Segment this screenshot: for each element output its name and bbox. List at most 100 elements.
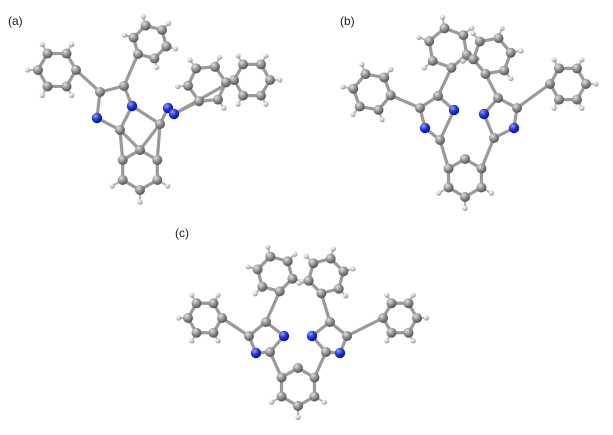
hydrogen-atom bbox=[416, 34, 422, 40]
carbon-atom bbox=[333, 283, 344, 294]
bond bbox=[389, 93, 422, 110]
bond bbox=[130, 104, 162, 126]
hydrogen-atom bbox=[321, 399, 327, 405]
carbon-atom bbox=[229, 75, 239, 85]
carbon-atom bbox=[135, 185, 145, 195]
carbon-atom bbox=[439, 23, 450, 34]
carbon-atom bbox=[373, 104, 384, 115]
carbon-atom bbox=[545, 79, 555, 89]
carbon-atom bbox=[191, 327, 202, 338]
carbon-atom bbox=[152, 155, 163, 165]
hydrogen-atom bbox=[330, 246, 336, 252]
panel-label-b: (b) bbox=[340, 14, 355, 28]
carbon-atom bbox=[348, 83, 359, 94]
hydrogen-atom bbox=[140, 13, 146, 20]
nitrogen-atom bbox=[508, 122, 520, 134]
bond bbox=[118, 128, 125, 162]
carbon-atom bbox=[427, 55, 438, 66]
carbon-atom bbox=[433, 91, 443, 101]
carbon-atom bbox=[493, 93, 503, 103]
hydrogen-atom bbox=[379, 117, 385, 123]
hydrogen-atom bbox=[436, 190, 442, 196]
carbon-atom bbox=[378, 313, 388, 323]
hydrogen-atom bbox=[221, 105, 227, 111]
hydrogen-atom bbox=[235, 53, 241, 59]
molecule-structure-b bbox=[340, 14, 599, 211]
panel-label-a: (a) bbox=[8, 14, 23, 28]
carbon-atom bbox=[71, 65, 81, 75]
carbon-atom bbox=[435, 135, 445, 145]
nitrogen-atom bbox=[419, 122, 431, 134]
carbon-atom bbox=[61, 81, 72, 92]
carbon-atom bbox=[282, 256, 293, 267]
carbon-atom bbox=[446, 62, 457, 73]
hydrogen-atom bbox=[593, 81, 599, 87]
carbon-atom bbox=[403, 327, 414, 338]
hydrogen-atom bbox=[384, 338, 390, 344]
carbon-atom bbox=[354, 101, 365, 112]
bond bbox=[74, 68, 102, 94]
carbon-atom bbox=[360, 69, 371, 80]
carbon-atom bbox=[210, 61, 221, 72]
nitrogen-atom bbox=[168, 108, 180, 120]
nitrogen-atom bbox=[126, 100, 138, 112]
carbon-atom bbox=[342, 331, 352, 341]
carbon-atom bbox=[493, 33, 504, 44]
carbon-atom bbox=[458, 30, 469, 41]
carbon-atom bbox=[325, 253, 336, 264]
carbon-atom bbox=[338, 266, 349, 277]
carbon-atom bbox=[274, 286, 285, 297]
hydrogen-atom bbox=[176, 315, 182, 321]
bond bbox=[345, 316, 385, 338]
carbon-atom bbox=[257, 281, 268, 292]
carbon-atom bbox=[42, 81, 53, 92]
hydrogen-atom bbox=[579, 105, 585, 111]
carbon-atom bbox=[140, 20, 151, 31]
carbon-atom bbox=[183, 80, 194, 91]
carbon-atom bbox=[155, 119, 165, 129]
carbon-atom bbox=[183, 313, 193, 323]
carbon-atom bbox=[480, 68, 491, 79]
carbon-atom bbox=[117, 155, 128, 165]
hydrogen-atom bbox=[166, 20, 172, 26]
carbon-atom bbox=[309, 372, 320, 383]
carbon-atom bbox=[581, 79, 591, 89]
hydrogen-atom bbox=[551, 105, 557, 111]
carbon-atom bbox=[208, 298, 219, 309]
carbon-atom bbox=[42, 48, 53, 59]
hydrogen-atom bbox=[24, 67, 31, 73]
hydrogen-atom bbox=[265, 244, 271, 250]
nitrogen-atom bbox=[306, 330, 318, 342]
carbon-atom bbox=[252, 264, 263, 275]
hydrogen-atom bbox=[499, 25, 505, 31]
carbon-atom bbox=[293, 363, 303, 373]
carbon-atom bbox=[217, 313, 227, 323]
hydrogen-atom bbox=[462, 205, 468, 211]
carbon-atom bbox=[161, 41, 172, 52]
hydrogen-atom bbox=[488, 190, 494, 196]
carbon-atom bbox=[276, 372, 287, 383]
bond bbox=[155, 122, 162, 162]
nitrogen-atom bbox=[448, 104, 460, 116]
bond bbox=[515, 82, 552, 110]
hydrogen-atom bbox=[215, 292, 221, 298]
hydrogen-atom bbox=[189, 292, 195, 298]
carbon-atom bbox=[572, 94, 582, 105]
carbon-atom bbox=[265, 347, 275, 357]
carbon-atom bbox=[403, 298, 414, 309]
carbon-atom bbox=[412, 313, 422, 323]
nitrogen-atom bbox=[478, 108, 490, 120]
carbon-atom bbox=[61, 48, 72, 59]
carbon-atom bbox=[385, 90, 396, 101]
molecule-structure-c bbox=[176, 244, 429, 420]
hydrogen-atom bbox=[343, 293, 349, 299]
bond bbox=[138, 122, 162, 152]
panel-label-c: (c) bbox=[175, 226, 189, 240]
carbon-atom bbox=[238, 90, 248, 101]
hydrogen-atom bbox=[235, 101, 241, 107]
molecule-structure-a bbox=[24, 13, 283, 205]
atom-layer bbox=[24, 13, 283, 205]
hydrogen-atom bbox=[340, 84, 346, 90]
nitrogen-atom bbox=[278, 330, 290, 342]
